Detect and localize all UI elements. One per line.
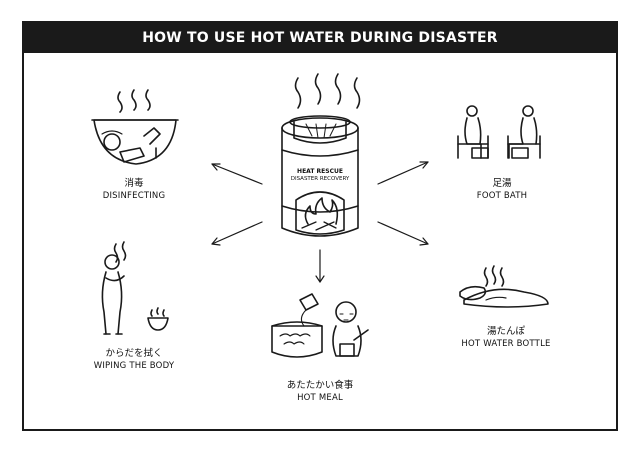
arrow-to-hot-water-bottle [377, 221, 429, 245]
drum-icon [281, 73, 361, 237]
label-hot-water-bottle-jp: 湯たんぽ [486, 326, 525, 337]
arrow-to-disinfecting [211, 163, 263, 185]
label-hot-water-bottle: 湯たんぽ HOT WATER BOTTLE [461, 326, 550, 350]
label-hot-meal-en: HOT MEAL [297, 393, 343, 403]
page-title: HOW TO USE HOT WATER DURING DISASTER [24, 23, 616, 53]
label-hot-meal-jp: あたたかい食事 [286, 380, 354, 391]
foot-bath-icon [457, 105, 541, 159]
label-hot-water-bottle-en: HOT WATER BOTTLE [461, 339, 551, 349]
label-wiping-body-en: WIPING THE BODY [93, 361, 175, 371]
label-foot-bath-jp: 足湯 [492, 178, 512, 189]
label-wiping-body: からだを拭く WIPING THE BODY [94, 348, 175, 372]
arrows [211, 161, 429, 283]
disinfecting-icon [91, 89, 179, 165]
label-disinfecting-en: DISINFECTING [102, 191, 166, 201]
hot-water-bottle-icon [459, 265, 549, 308]
label-wiping-body-jp: からだを拭く [105, 348, 163, 359]
wiping-body-icon [101, 241, 169, 335]
infographic-frame: HOW TO USE HOT WATER DURING DISASTER [22, 21, 618, 431]
label-disinfecting-jp: 消毒 [124, 178, 144, 189]
arrow-to-foot-bath [377, 161, 429, 185]
label-foot-bath-en: FOOT BATH [476, 191, 528, 201]
arrow-to-wiping-body [211, 221, 263, 245]
drum-brand-label: HEAT RESCUE [297, 168, 343, 175]
label-foot-bath: 足湯 FOOT BATH [477, 178, 528, 202]
hot-meal-icon [271, 293, 369, 358]
label-hot-meal: あたたかい食事 HOT MEAL [287, 380, 354, 404]
drum-sub-label: DISASTER RECOVERY [290, 176, 350, 182]
label-disinfecting: 消毒 DISINFECTING [103, 178, 166, 202]
